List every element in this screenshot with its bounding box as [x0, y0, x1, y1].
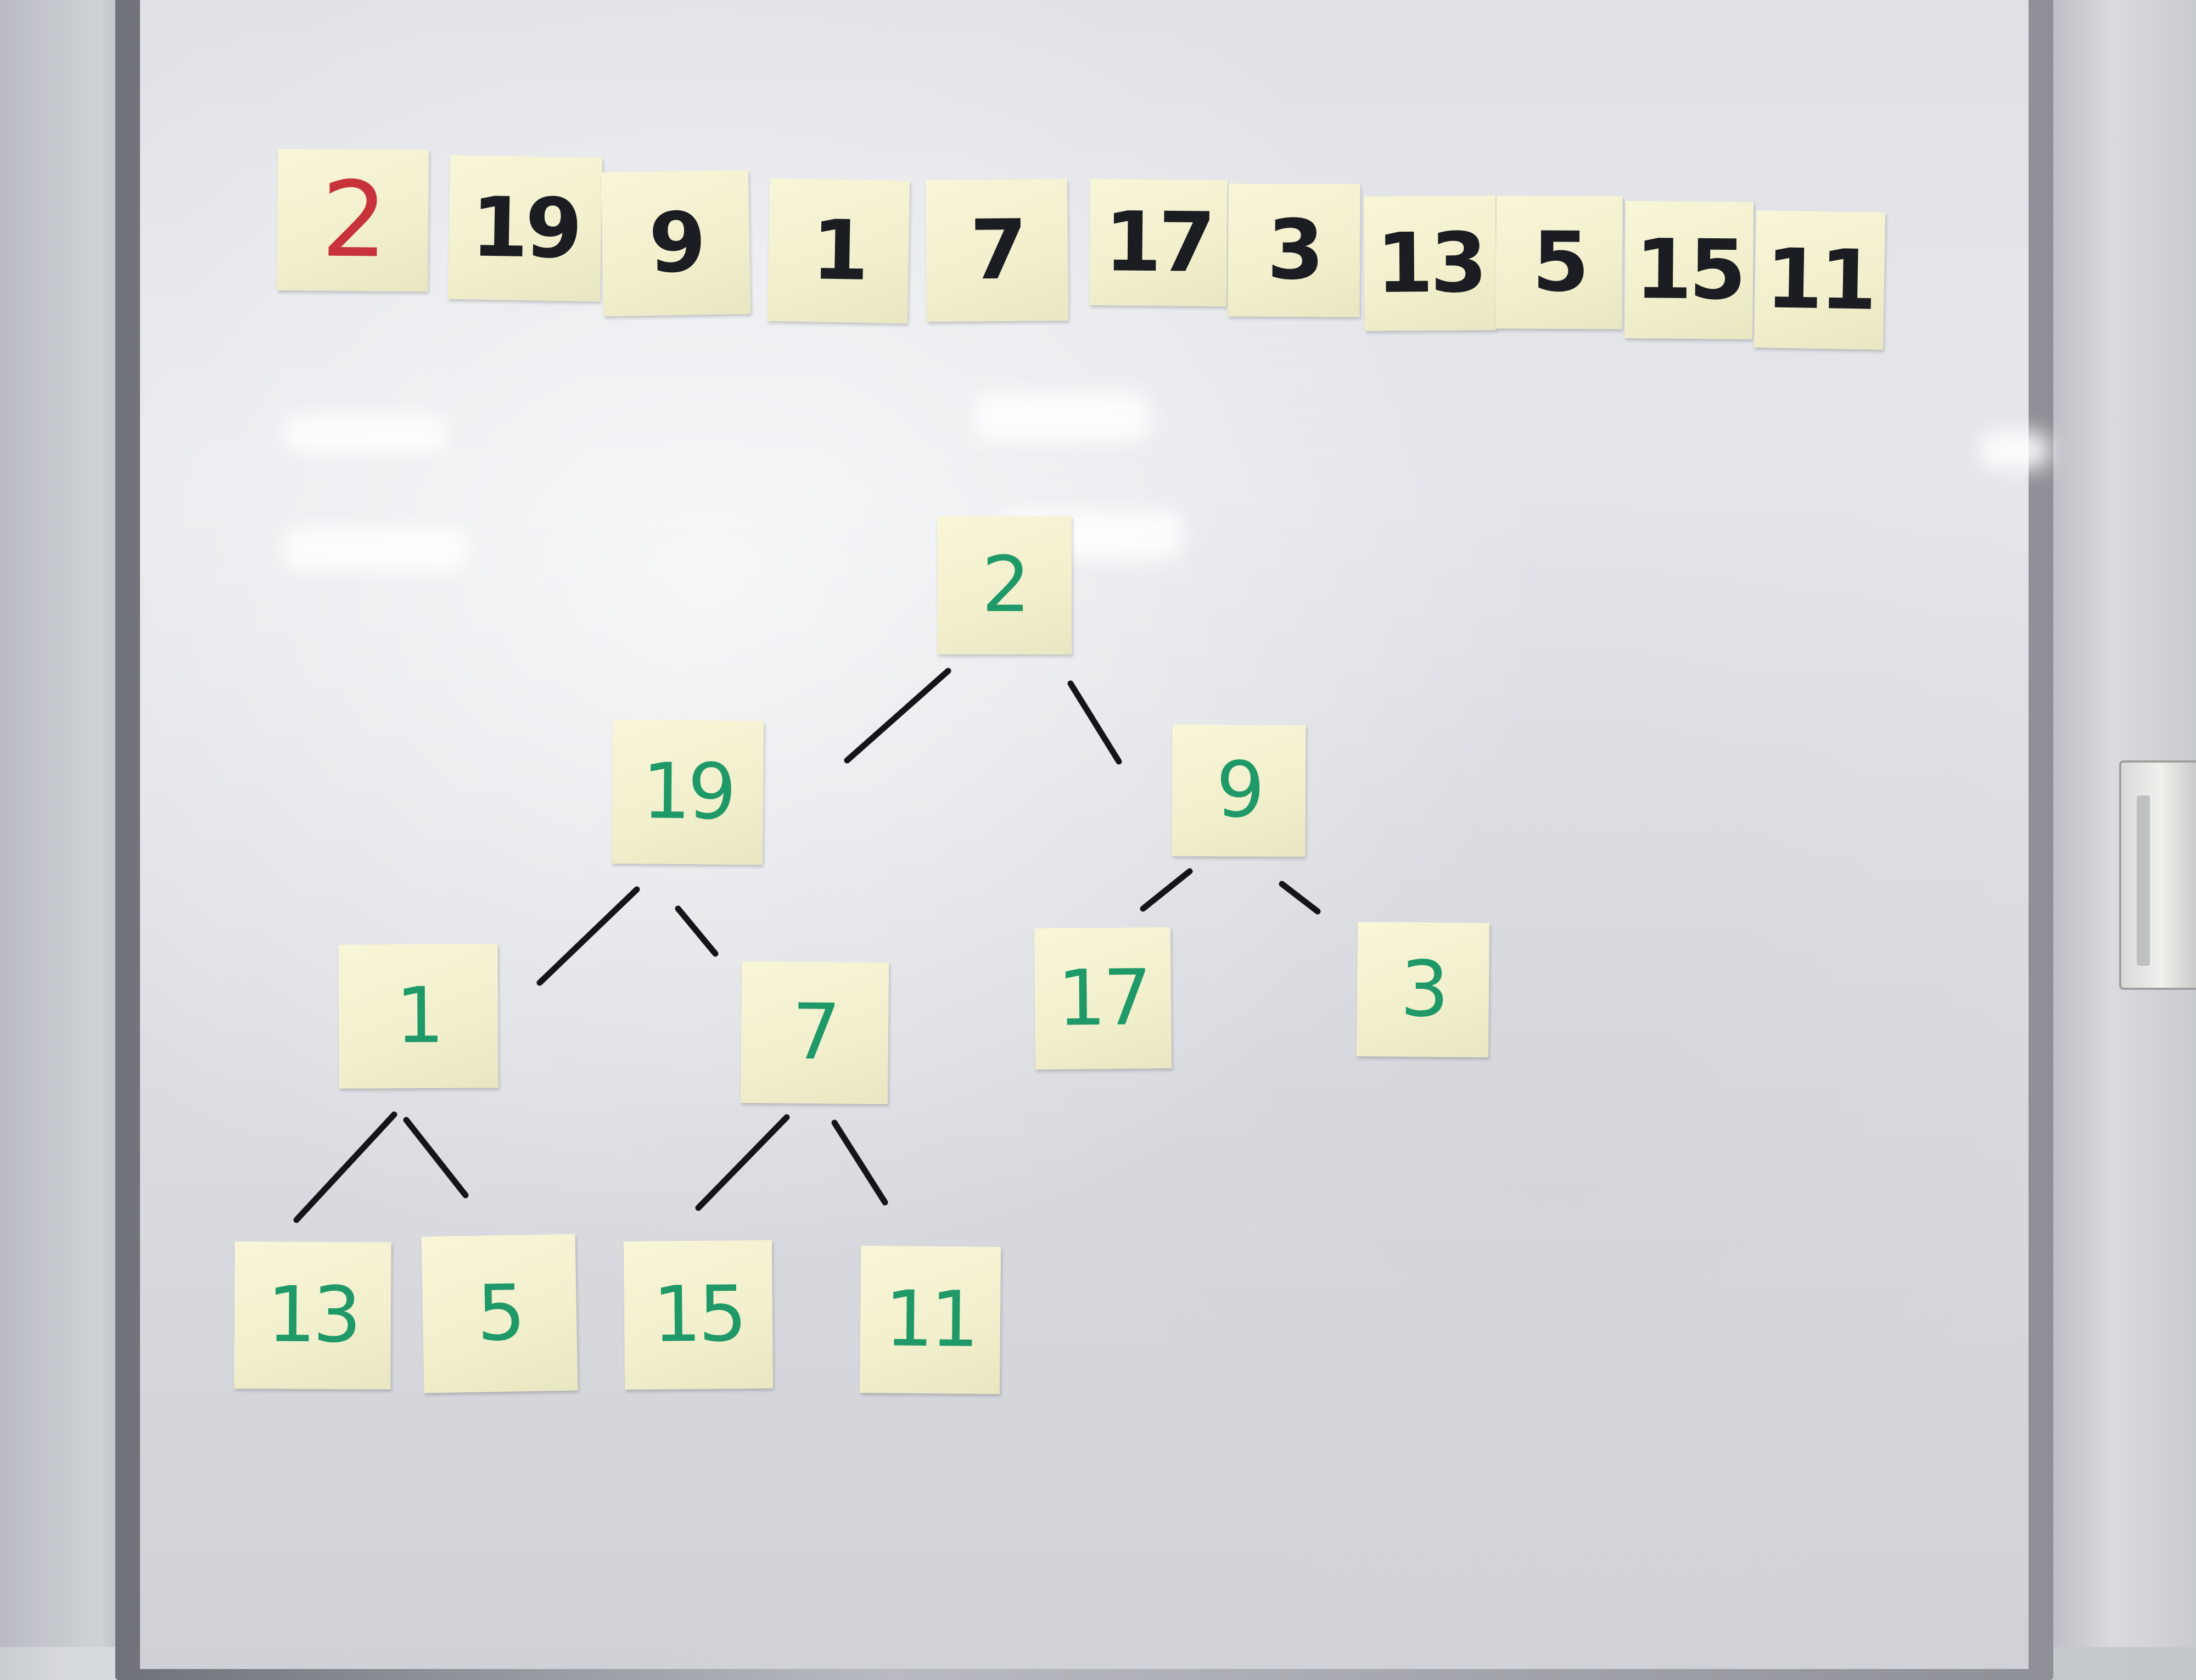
- tree-node-17: 17: [1034, 927, 1172, 1070]
- tree-node-value: 11: [884, 1274, 977, 1365]
- edge-root-left: [844, 668, 951, 764]
- tree-node-value: 5: [476, 1268, 523, 1359]
- tree-node-value: 13: [266, 1270, 359, 1360]
- wall-bracket-slot: [2137, 796, 2150, 966]
- light-glare: [283, 527, 469, 571]
- edge-1-left: [293, 1111, 397, 1223]
- edge-7-right: [831, 1119, 888, 1206]
- light-glare: [1979, 431, 2051, 469]
- tree-node-value: 15: [652, 1269, 744, 1360]
- tree-node-value: 19: [641, 747, 734, 837]
- tree-node-value: 7: [791, 987, 838, 1078]
- edge-root-right: [1067, 680, 1122, 765]
- edge-9-right: [1279, 881, 1321, 915]
- edge-19-right: [675, 905, 719, 957]
- light-glare: [283, 415, 447, 453]
- tree-node-value: 9: [1215, 745, 1262, 836]
- wall-bracket: [2119, 760, 2196, 990]
- tree-node-15: 15: [623, 1240, 774, 1390]
- tree-node-7: 7: [740, 961, 889, 1105]
- edge-9-left: [1140, 868, 1193, 912]
- tree-node-value: 1: [395, 971, 441, 1061]
- tree-node-1: 1: [338, 944, 498, 1089]
- tree-node-value: 17: [1057, 953, 1149, 1044]
- tree-node-root: 2: [937, 516, 1072, 654]
- tree-node-11: 11: [859, 1245, 1001, 1395]
- tree-node-3: 3: [1356, 921, 1490, 1058]
- tree-node-value: 2: [981, 540, 1030, 630]
- light-glare: [974, 393, 1150, 442]
- tree-node-13: 13: [234, 1241, 391, 1390]
- edge-19-left: [536, 886, 640, 986]
- tree-node-value: 3: [1399, 944, 1447, 1034]
- edge-1-right: [403, 1117, 469, 1199]
- tree-node-19: 19: [611, 719, 764, 865]
- tree-node-5: 5: [421, 1234, 578, 1393]
- tree-node-9: 9: [1172, 724, 1306, 857]
- edge-7-left: [695, 1114, 790, 1211]
